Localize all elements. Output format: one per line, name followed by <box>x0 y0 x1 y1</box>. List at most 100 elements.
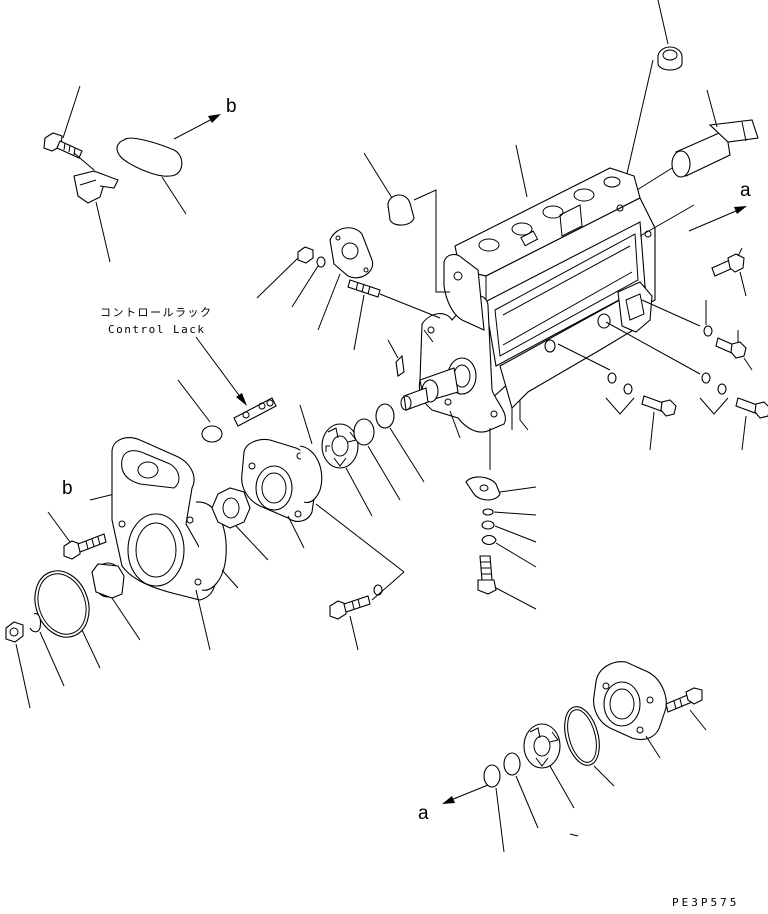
leader <box>494 525 537 543</box>
leader <box>95 201 111 263</box>
gasket-ring <box>299 445 323 504</box>
leader <box>649 411 655 451</box>
screw-vertical <box>477 555 497 595</box>
gasket-plate-upper <box>329 227 374 279</box>
leader <box>221 569 239 589</box>
leader <box>641 299 701 327</box>
leader <box>499 486 537 493</box>
leader <box>495 542 537 568</box>
o-ring-bottom <box>564 706 600 766</box>
leader <box>81 629 101 669</box>
drawing-code: PE3P575 <box>672 896 739 909</box>
ref-label-a-top: a <box>740 180 751 201</box>
leader <box>389 427 425 483</box>
leader <box>689 709 707 731</box>
leader <box>739 271 747 297</box>
damper-coupling-bottom <box>523 723 561 769</box>
leader <box>15 643 31 709</box>
control-rack-label-en: Control Lack <box>108 323 205 336</box>
leader <box>73 152 95 171</box>
leader <box>291 265 319 308</box>
washer-small-b <box>481 520 495 530</box>
inner-gear <box>211 487 251 529</box>
governor-cover <box>111 437 216 601</box>
leader <box>557 343 611 371</box>
coupling-flange <box>241 438 317 522</box>
bolt-right-upper <box>711 253 745 277</box>
bolt-right-middle <box>715 337 747 359</box>
leader <box>636 167 673 191</box>
arrow-b-top <box>173 114 221 140</box>
stud-upper <box>347 279 381 298</box>
leader <box>39 631 65 687</box>
leader <box>515 775 539 829</box>
leader <box>256 257 299 299</box>
control-rack <box>233 397 277 427</box>
leader <box>315 503 405 573</box>
washer-mid-a <box>353 418 375 446</box>
leader <box>515 144 528 198</box>
control-rack-label-jp: コントロールラック <box>100 306 213 319</box>
plug-cap-top-right <box>657 46 683 71</box>
leader <box>379 293 441 319</box>
leader <box>111 597 141 641</box>
leader <box>625 59 654 179</box>
leader <box>593 765 615 787</box>
washer-mid-b <box>375 403 395 429</box>
washer-upper <box>316 256 326 268</box>
leader <box>605 321 701 375</box>
sleeve-shaft-top-right <box>671 119 759 178</box>
damper-coupling <box>321 423 359 469</box>
leader <box>493 511 537 516</box>
bolt-bottom-right <box>665 687 703 713</box>
gear-small <box>91 562 125 599</box>
spring-washer <box>481 534 497 546</box>
bolt-lower-right-a <box>641 395 677 417</box>
washer-group-left <box>605 372 635 415</box>
washer-mid-c <box>373 584 383 596</box>
housing-plug <box>387 194 415 226</box>
o-ring-small <box>201 425 223 443</box>
leader <box>62 85 81 139</box>
ref-label-b-left: b <box>62 478 73 499</box>
leader <box>657 0 669 45</box>
leader <box>195 589 211 651</box>
leader <box>177 379 211 423</box>
leader <box>495 787 505 853</box>
bolt-left <box>63 533 107 560</box>
leader <box>645 735 661 759</box>
washer-group-right <box>699 372 729 415</box>
top-left-bracket <box>73 170 119 204</box>
leader <box>449 410 461 439</box>
arrow-a-bottom <box>442 784 489 804</box>
o-ring-large <box>34 570 90 638</box>
top-left-gasket <box>116 137 183 177</box>
ref-label-a-bottom: a <box>418 803 429 824</box>
pump-housing <box>400 167 656 433</box>
leader <box>161 176 187 215</box>
washer-right <box>703 325 713 337</box>
leader <box>299 404 313 445</box>
nut-far-left <box>5 621 24 643</box>
leader <box>317 273 341 331</box>
leader <box>47 511 71 543</box>
top-left-bolt <box>43 132 83 159</box>
clamp-bracket <box>465 476 501 501</box>
leader <box>195 336 245 403</box>
leader <box>371 571 405 601</box>
leader-arrow <box>236 393 247 406</box>
leader <box>495 587 537 610</box>
leader <box>235 525 269 561</box>
leader <box>349 615 359 651</box>
leader <box>423 329 434 343</box>
washer-bottom-b <box>483 764 501 788</box>
nut-upper <box>297 246 314 264</box>
leader <box>741 415 747 451</box>
leader <box>367 445 401 501</box>
leader <box>706 89 718 128</box>
flange-housing-bottom <box>593 661 667 741</box>
leader <box>345 467 373 517</box>
gear-back-edge <box>195 501 227 591</box>
